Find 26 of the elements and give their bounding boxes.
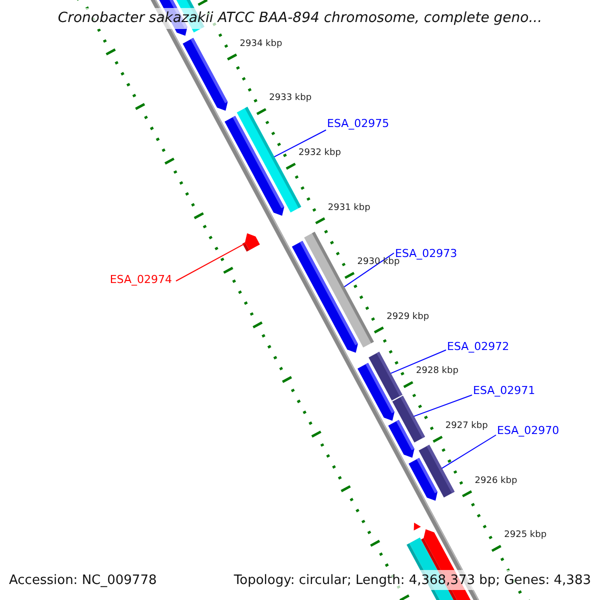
tick-label: 2932 kbp bbox=[298, 148, 341, 158]
gene-feature bbox=[418, 444, 455, 498]
tick-label: 2933 kbp bbox=[269, 94, 312, 104]
gene-label: ESA_02973 bbox=[395, 248, 458, 259]
leader-line bbox=[274, 130, 326, 158]
gene-label: ESA_02970 bbox=[497, 425, 560, 436]
tick-label: 2928 kbp bbox=[416, 367, 458, 376]
gene-label: ESA_02971 bbox=[473, 385, 536, 396]
gene-label: ESA_02975 bbox=[327, 118, 390, 129]
leader-line bbox=[413, 394, 472, 417]
gene-feature bbox=[392, 396, 425, 442]
footer-text: Topology: circular; Length: 4,368,373 bp; Genes: 4,383 bbox=[234, 574, 591, 586]
gene-feature bbox=[368, 352, 402, 400]
tick-label: 2930 kbp bbox=[357, 258, 400, 268]
tick-label: 2925 kbp bbox=[504, 531, 547, 540]
leader-line bbox=[176, 242, 246, 282]
leader-line bbox=[390, 350, 446, 374]
footer-text: Accession: NC_009778 bbox=[9, 574, 157, 586]
tick-label: 2934 kbp bbox=[240, 40, 282, 49]
tick-label: 2931 kbp bbox=[328, 204, 370, 213]
gene-label: ESA_02974 bbox=[110, 274, 172, 285]
gene-feature bbox=[242, 233, 260, 252]
tick-label: 2927 kbp bbox=[445, 422, 488, 431]
gene-label: ESA_02972 bbox=[447, 341, 510, 352]
leader-line bbox=[441, 434, 496, 469]
leader-line bbox=[344, 252, 394, 288]
